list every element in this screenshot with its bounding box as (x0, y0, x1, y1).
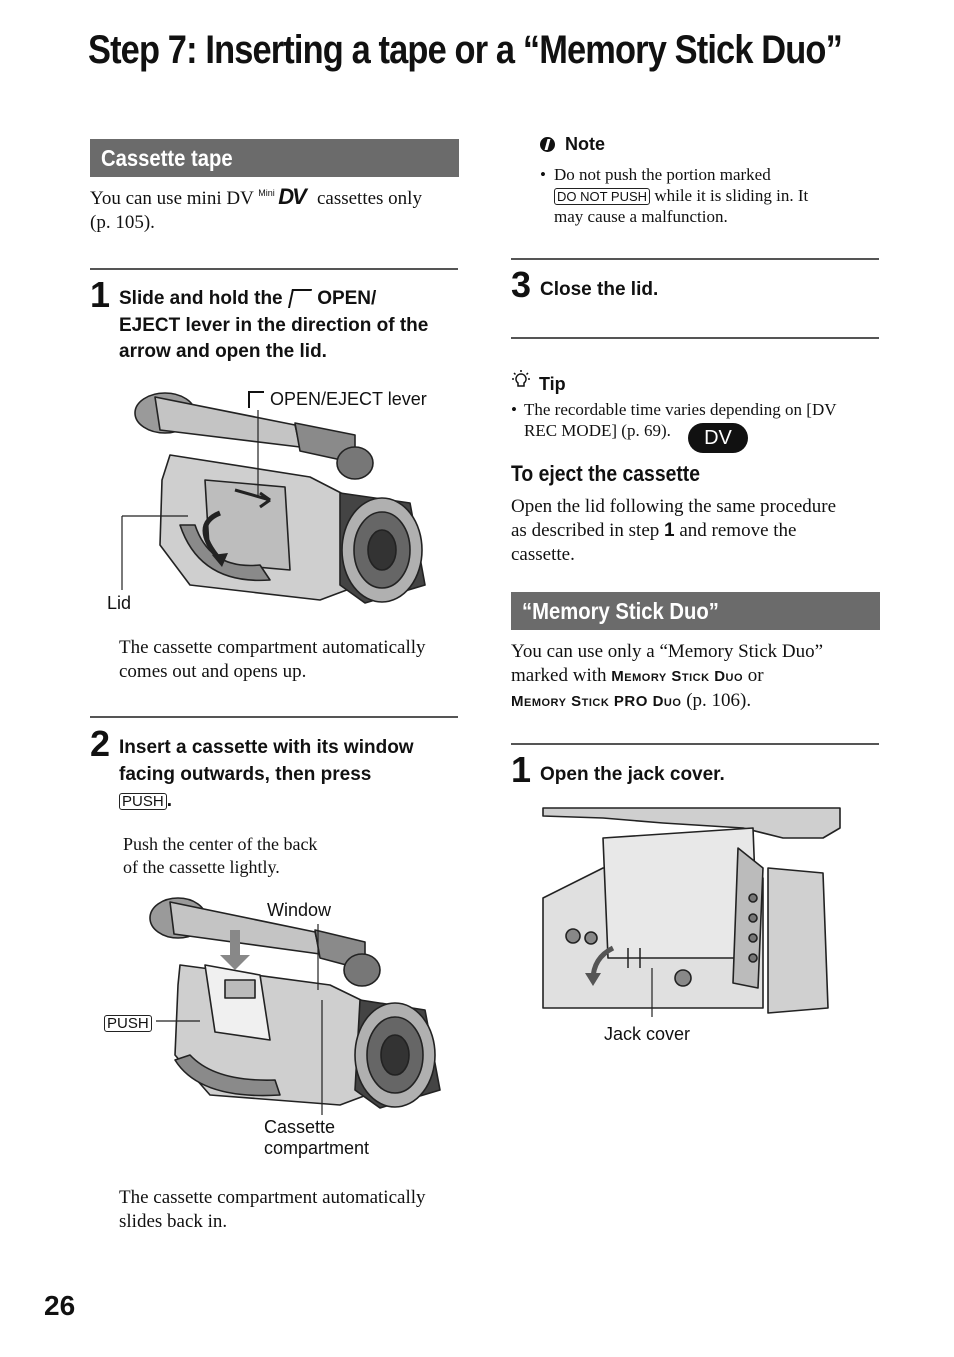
push-marking: PUSH (119, 793, 167, 810)
divider (511, 258, 879, 260)
step-number: 1 (90, 274, 111, 315)
divider (90, 268, 458, 270)
lightbulb-icon (511, 370, 531, 395)
memory-stick-duo-logo: Memory Stick Duo (611, 668, 744, 685)
note-heading: Note (540, 134, 605, 155)
step2-subcaption: Push the center of the back of the casse… (123, 834, 318, 877)
note-icon (540, 137, 555, 152)
step3-instruction: Close the lid. (540, 279, 659, 300)
step-number: 3 (511, 264, 532, 305)
camcorder-jack-cover-illustration (542, 807, 841, 1020)
tip-item: • The recordable time varies depending o… (511, 400, 837, 440)
label-window: Window (267, 900, 332, 920)
mini-dv-logo: Mini DV (258, 184, 307, 209)
step-number: 1 (511, 749, 532, 790)
note-item: • Do not push the portion marked DO NOT … (540, 165, 809, 226)
label-lid: Lid (107, 593, 132, 613)
step2-instruction: Insert a cassette with its window facing… (119, 737, 414, 811)
section-header-memory-stick: “Memory Stick Duo” (511, 592, 880, 630)
divider (511, 743, 879, 745)
dv-mode-badge: DV (688, 423, 748, 453)
page-number: 26 (44, 1290, 76, 1321)
section-title: “Memory Stick Duo” (522, 598, 719, 624)
ms-step1-instruction: Open the jack cover. (540, 764, 725, 785)
memory-stick-intro: You can use only a “Memory Stick Duo” ma… (511, 641, 824, 711)
label-cassette-compartment: Cassette compartment (264, 1117, 370, 1158)
camcorder-insert-cassette-illustration (149, 897, 441, 1109)
label-push: PUSH (104, 1012, 152, 1033)
divider (511, 337, 879, 339)
lever-symbol-icon (248, 391, 264, 408)
eject-heading: To eject the cassette (511, 461, 701, 486)
camcorder-open-lid-illustration (134, 392, 426, 604)
tip-heading: Tip (511, 370, 566, 395)
label-open-eject-lever: OPEN/EJECT lever (248, 389, 427, 410)
step1-instruction: Slide and hold the OPEN/ EJECT lever in … (119, 288, 429, 362)
label-jack-cover: Jack cover (604, 1024, 691, 1044)
step1-caption: The cassette compartment automatically c… (119, 637, 426, 682)
section-title: Cassette tape (101, 145, 233, 171)
divider (90, 716, 458, 718)
page-title: Step 7: Inserting a tape or a “Memory St… (88, 28, 843, 72)
step2-caption: The cassette compartment automatically s… (119, 1187, 426, 1232)
step-number: 2 (90, 723, 111, 764)
section-header-cassette: Cassette tape (90, 139, 459, 177)
do-not-push-marking: DO NOT PUSH (554, 188, 651, 205)
memory-stick-pro-duo-logo: Memory Stick PRO Duo (511, 693, 682, 710)
cassette-intro: You can use mini DV Mini DV cassettes on… (90, 184, 422, 234)
eject-text: Open the lid following the same procedur… (511, 496, 837, 565)
